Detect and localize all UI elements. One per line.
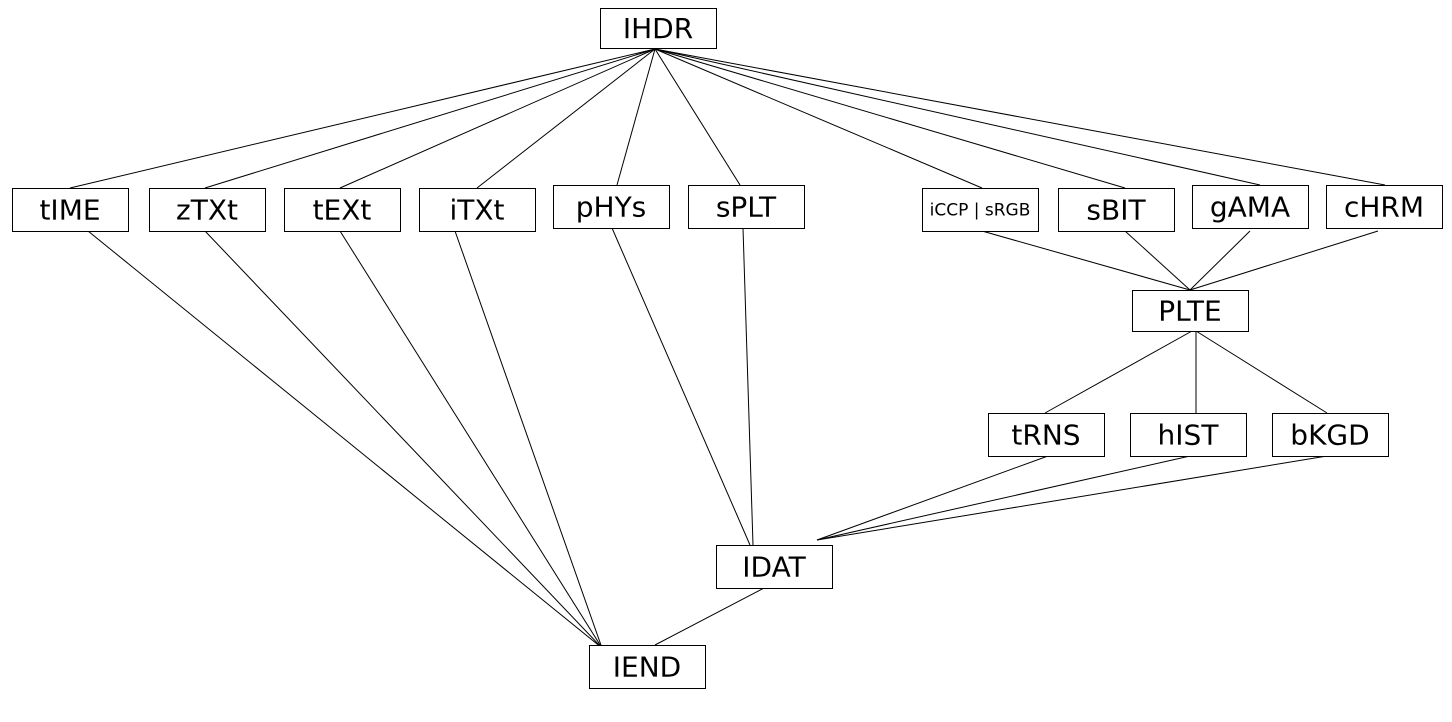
edge-phys-to-idat: [611, 227, 751, 546]
node-ihdr: IHDR: [600, 8, 717, 49]
nodes-layer: IHDR tIME zTXt tEXt iTXt pHYs sPLT iCCP | sRGB s…: [12, 8, 1443, 689]
node-label-sbit: sBIT: [1086, 194, 1146, 227]
node-box-idat: [716, 545, 833, 589]
node-label-iend: IEND: [613, 651, 681, 684]
node-label-bkgd: bKGD: [1290, 419, 1369, 452]
edge-idat-to-iend: [654, 587, 765, 646]
node-time: tIME: [12, 188, 129, 232]
edge-text-to-iend: [339, 230, 603, 649]
edge-plte-to-trns: [1044, 330, 1193, 414]
edge-chrm-to-plte: [1189, 230, 1379, 291]
node-box-itxt: [419, 188, 536, 232]
edge-ihdr-to-time: [69, 48, 656, 189]
node-box-chrm: [1326, 185, 1443, 229]
edge-ihdr-to-text: [339, 48, 656, 189]
edge-plte-to-bkgd: [1195, 330, 1328, 414]
node-iend: IEND: [589, 645, 706, 689]
node-plte: PLTE: [1132, 290, 1249, 332]
edge-ihdr-to-iccp-srgb: [654, 48, 983, 189]
node-sbit: sBIT: [1058, 188, 1175, 232]
node-box-gama: [1192, 185, 1309, 229]
node-gama: gAMA: [1192, 185, 1309, 229]
node-label-text: tEXt: [313, 194, 372, 227]
edge-ihdr-to-itxt: [476, 48, 656, 189]
node-label-ihdr: IHDR: [623, 12, 693, 45]
edge-iccp-srgb-to-plte: [981, 230, 1191, 291]
node-box-iccp-srgb: [922, 188, 1039, 232]
node-phys: pHYs: [553, 185, 670, 229]
node-bkgd: bKGD: [1272, 413, 1389, 457]
node-itxt: iTXt: [419, 188, 536, 232]
node-box-plte: [1132, 290, 1249, 332]
edge-ihdr-to-ztxt: [204, 48, 656, 189]
node-box-bkgd: [1272, 413, 1389, 457]
edge-ihdr-to-phys: [616, 48, 656, 186]
node-label-gama: gAMA: [1210, 191, 1290, 224]
node-ztxt: zTXt: [149, 188, 266, 232]
node-box-ihdr: [600, 8, 717, 49]
edge-ihdr-to-sbit: [654, 48, 1126, 189]
edge-splt-to-idat: [742, 227, 754, 546]
edge-sbit-to-plte: [1124, 230, 1191, 291]
edge-bkgd-to-idat: [816, 455, 1328, 541]
edge-time-to-iend: [87, 230, 603, 649]
edge-trns-to-idat: [816, 455, 1049, 541]
node-chrm: cHRM: [1326, 185, 1443, 229]
node-label-ztxt: zTXt: [176, 194, 238, 227]
node-box-sbit: [1058, 188, 1175, 232]
node-label-hist: hIST: [1158, 419, 1220, 452]
node-box-hist: [1130, 413, 1247, 457]
edge-itxt-to-iend: [454, 230, 603, 649]
edge-ztxt-to-iend: [204, 230, 603, 649]
node-splt: sPLT: [688, 185, 805, 229]
edge-gama-to-plte: [1189, 230, 1251, 291]
node-text: tEXt: [284, 188, 401, 232]
edges-layer: [69, 48, 1386, 649]
node-box-splt: [688, 185, 805, 229]
node-label-splt: sPLT: [716, 191, 777, 224]
node-hist: hIST: [1130, 413, 1247, 457]
edge-ihdr-to-gama: [654, 48, 1261, 186]
edge-ihdr-to-chrm: [654, 48, 1386, 186]
node-box-trns: [988, 413, 1105, 457]
node-box-iend: [589, 645, 706, 689]
node-label-trns: tRNS: [1011, 419, 1080, 452]
node-box-phys: [553, 185, 670, 229]
edge-ihdr-to-splt: [654, 48, 741, 186]
node-box-ztxt: [149, 188, 266, 232]
node-idat: IDAT: [716, 545, 833, 589]
node-label-idat: IDAT: [742, 551, 806, 584]
node-trns: tRNS: [988, 413, 1105, 457]
node-label-time: tIME: [39, 194, 100, 227]
node-box-time: [12, 188, 129, 232]
node-iccp-srgb: iCCP | sRGB: [922, 188, 1039, 232]
node-label-plte: PLTE: [1158, 295, 1221, 328]
edge-hist-to-idat: [816, 455, 1191, 541]
node-label-itxt: iTXt: [449, 194, 504, 227]
node-box-text: [284, 188, 401, 232]
node-label-iccp-srgb: iCCP | sRGB: [930, 201, 1031, 221]
node-label-phys: pHYs: [576, 191, 647, 224]
node-label-chrm: cHRM: [1344, 191, 1424, 224]
